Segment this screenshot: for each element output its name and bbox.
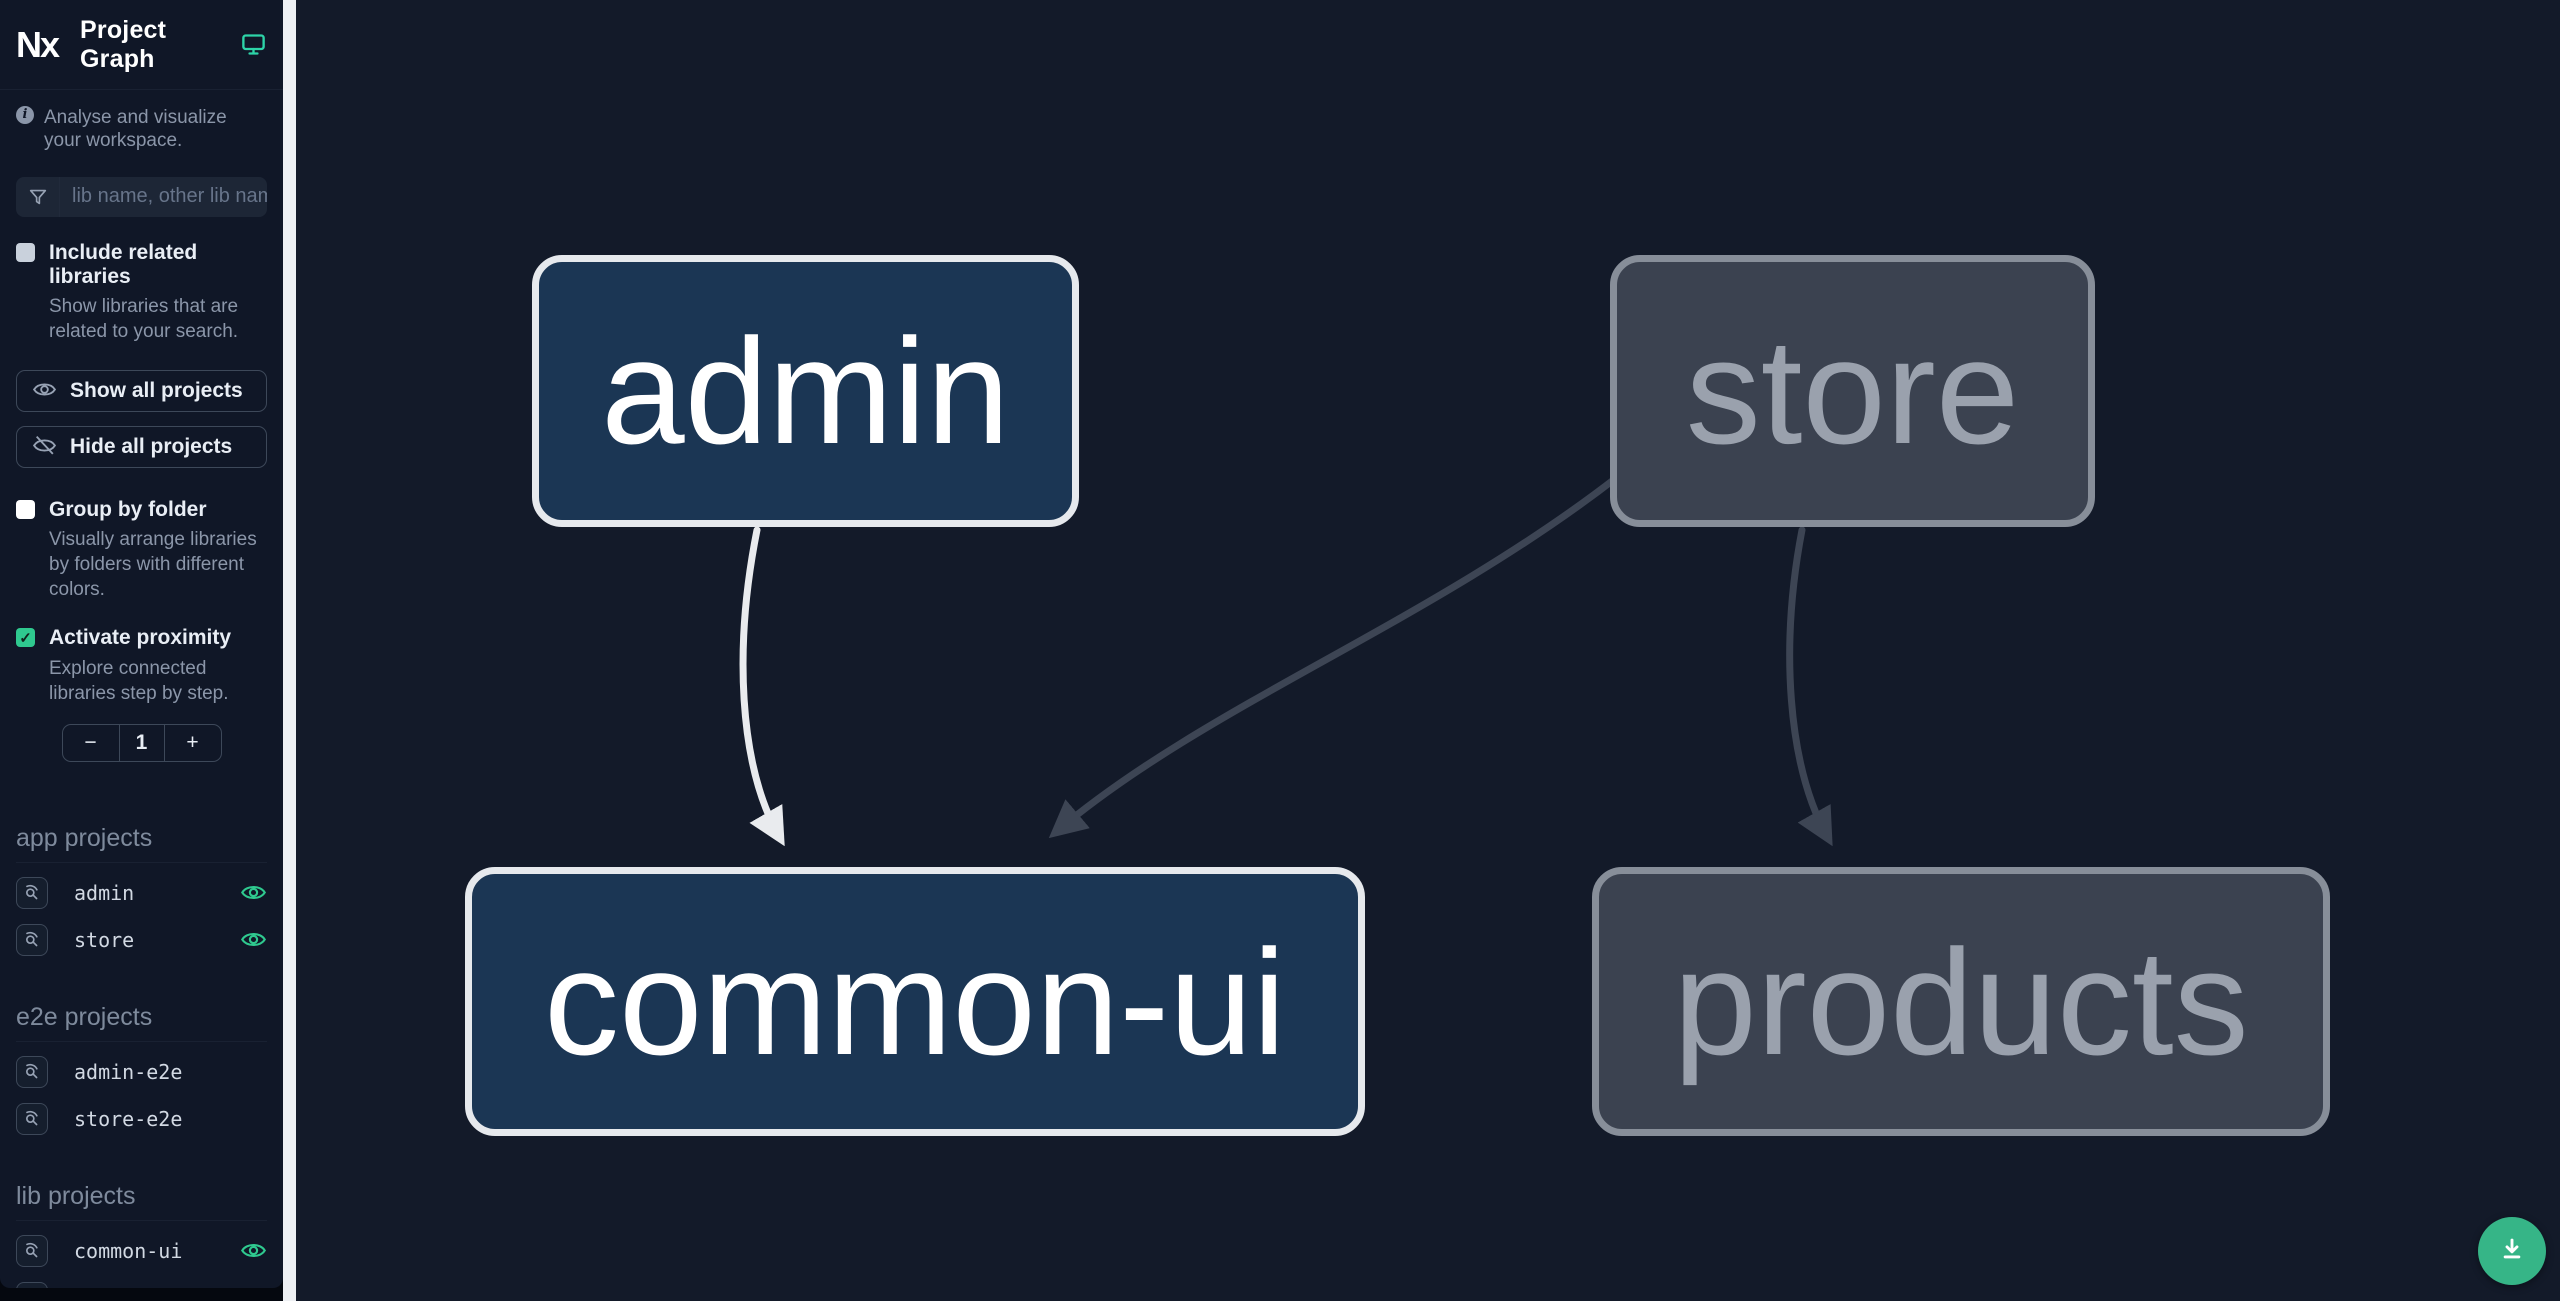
toggle-visibility-eye-icon[interactable] <box>240 1284 267 1288</box>
checkbox-description: Show libraries that are related to your … <box>49 295 239 342</box>
focus-project-button[interactable] <box>16 1234 48 1267</box>
graph-canvas[interactable]: admin store common-ui products <box>296 0 2560 1301</box>
project-row-admin-e2e: admin-e2e <box>16 1055 267 1089</box>
workspace-info: i Analyse and visualize your workspace. <box>16 106 267 153</box>
info-icon: i <box>16 106 34 124</box>
focus-project-button[interactable] <box>16 1102 48 1135</box>
funnel-icon <box>16 176 60 217</box>
checkbox-description: Visually arrange libraries by folders wi… <box>49 529 257 601</box>
sidebar: Nx Project Graph i Analyse and visualize… <box>0 0 283 1288</box>
sidebar-header: Nx Project Graph <box>0 0 283 90</box>
focus-project-icon <box>22 881 42 904</box>
project-name: store <box>74 927 135 952</box>
button-label: Show all projects <box>70 379 243 403</box>
filter-input[interactable] <box>60 176 267 217</box>
proximity-stepper: − 1 + <box>61 723 222 762</box>
project-row-store-e2e: store-e2e <box>16 1102 267 1136</box>
download-icon <box>2497 1235 2527 1268</box>
hide-all-projects-button[interactable]: Hide all projects <box>16 426 267 469</box>
checkbox-label: Group by folder <box>49 498 207 522</box>
project-name: admin-e2e <box>74 1059 183 1084</box>
graph-node-store[interactable]: store <box>1610 255 2095 527</box>
project-name: common-ui <box>74 1238 183 1263</box>
filter-bar <box>16 176 267 217</box>
focus-project-icon <box>22 928 42 951</box>
edge-admin-to-common-ui <box>739 526 785 847</box>
proximity-increment-button[interactable]: + <box>165 725 221 761</box>
include-related-checkbox[interactable] <box>16 242 35 262</box>
group-by-folder-checkbox[interactable] <box>16 500 35 520</box>
monitor-icon <box>240 31 267 58</box>
edge-store-to-common-ui <box>1048 474 1620 839</box>
activate-proximity-option: Activate proximity Explore connected lib… <box>16 626 267 705</box>
node-label: products <box>1673 917 2249 1086</box>
section-title: lib projects <box>16 1182 267 1221</box>
project-name: store-e2e <box>74 1106 183 1131</box>
section-app-projects: app projects admin <box>16 824 267 957</box>
checkbox-label: Activate proximity <box>49 626 232 650</box>
group-by-folder-option: Group by folder Visually arrange librari… <box>16 498 267 602</box>
project-name: products <box>74 1286 170 1288</box>
nx-logo: Nx <box>16 23 60 65</box>
button-label: Hide all projects <box>70 435 233 459</box>
proximity-decrement-button[interactable]: − <box>63 725 119 761</box>
toggle-visibility-eye-icon[interactable] <box>240 926 267 953</box>
show-all-projects-button[interactable]: Show all projects <box>16 370 267 413</box>
section-e2e-projects: e2e projects admin-e2e <box>16 1003 267 1136</box>
eye-off-icon <box>32 433 57 461</box>
focus-project-button[interactable] <box>16 1281 48 1288</box>
page-title: Project Graph <box>80 15 167 73</box>
graph-node-admin[interactable]: admin <box>532 255 1079 527</box>
project-name: admin <box>74 880 135 905</box>
section-title: app projects <box>16 824 267 863</box>
section-lib-projects: lib projects common-ui <box>16 1182 267 1288</box>
dependency-edges <box>739 474 1833 847</box>
toggle-visibility-eye-icon[interactable] <box>240 1237 267 1264</box>
activate-proximity-checkbox[interactable] <box>16 628 35 648</box>
project-row-products: products <box>16 1281 267 1288</box>
include-related-option: Include related libraries Show libraries… <box>16 241 267 344</box>
graph-node-common-ui[interactable]: common-ui <box>465 867 1365 1136</box>
project-row-common-ui: common-ui <box>16 1234 267 1268</box>
node-label: store <box>1685 307 2020 475</box>
edge-store-to-products <box>1786 526 1833 847</box>
focus-project-icon <box>22 1286 42 1288</box>
focus-project-icon <box>22 1239 42 1262</box>
graph-node-products[interactable]: products <box>1592 867 2330 1136</box>
focus-project-button[interactable] <box>16 876 48 909</box>
focus-project-icon <box>22 1060 42 1083</box>
focus-project-button[interactable] <box>16 1055 48 1088</box>
toggle-visibility-eye-icon[interactable] <box>240 879 267 906</box>
project-row-store: store <box>16 923 267 957</box>
section-title: e2e projects <box>16 1003 267 1042</box>
checkbox-label: Include related libraries <box>49 240 198 288</box>
project-row-admin: admin <box>16 876 267 910</box>
node-label: admin <box>601 307 1010 475</box>
focus-project-button[interactable] <box>16 923 48 956</box>
focus-project-icon <box>22 1107 42 1130</box>
eye-icon <box>32 377 57 405</box>
download-image-button[interactable] <box>2478 1217 2546 1285</box>
workspace-subtitle: Analyse and visualize your workspace. <box>44 107 227 151</box>
sidebar-resize-handle[interactable] <box>283 0 296 1301</box>
proximity-value: 1 <box>118 724 165 761</box>
node-label: common-ui <box>544 917 1286 1086</box>
checkbox-description: Explore connected libraries step by step… <box>49 657 229 704</box>
